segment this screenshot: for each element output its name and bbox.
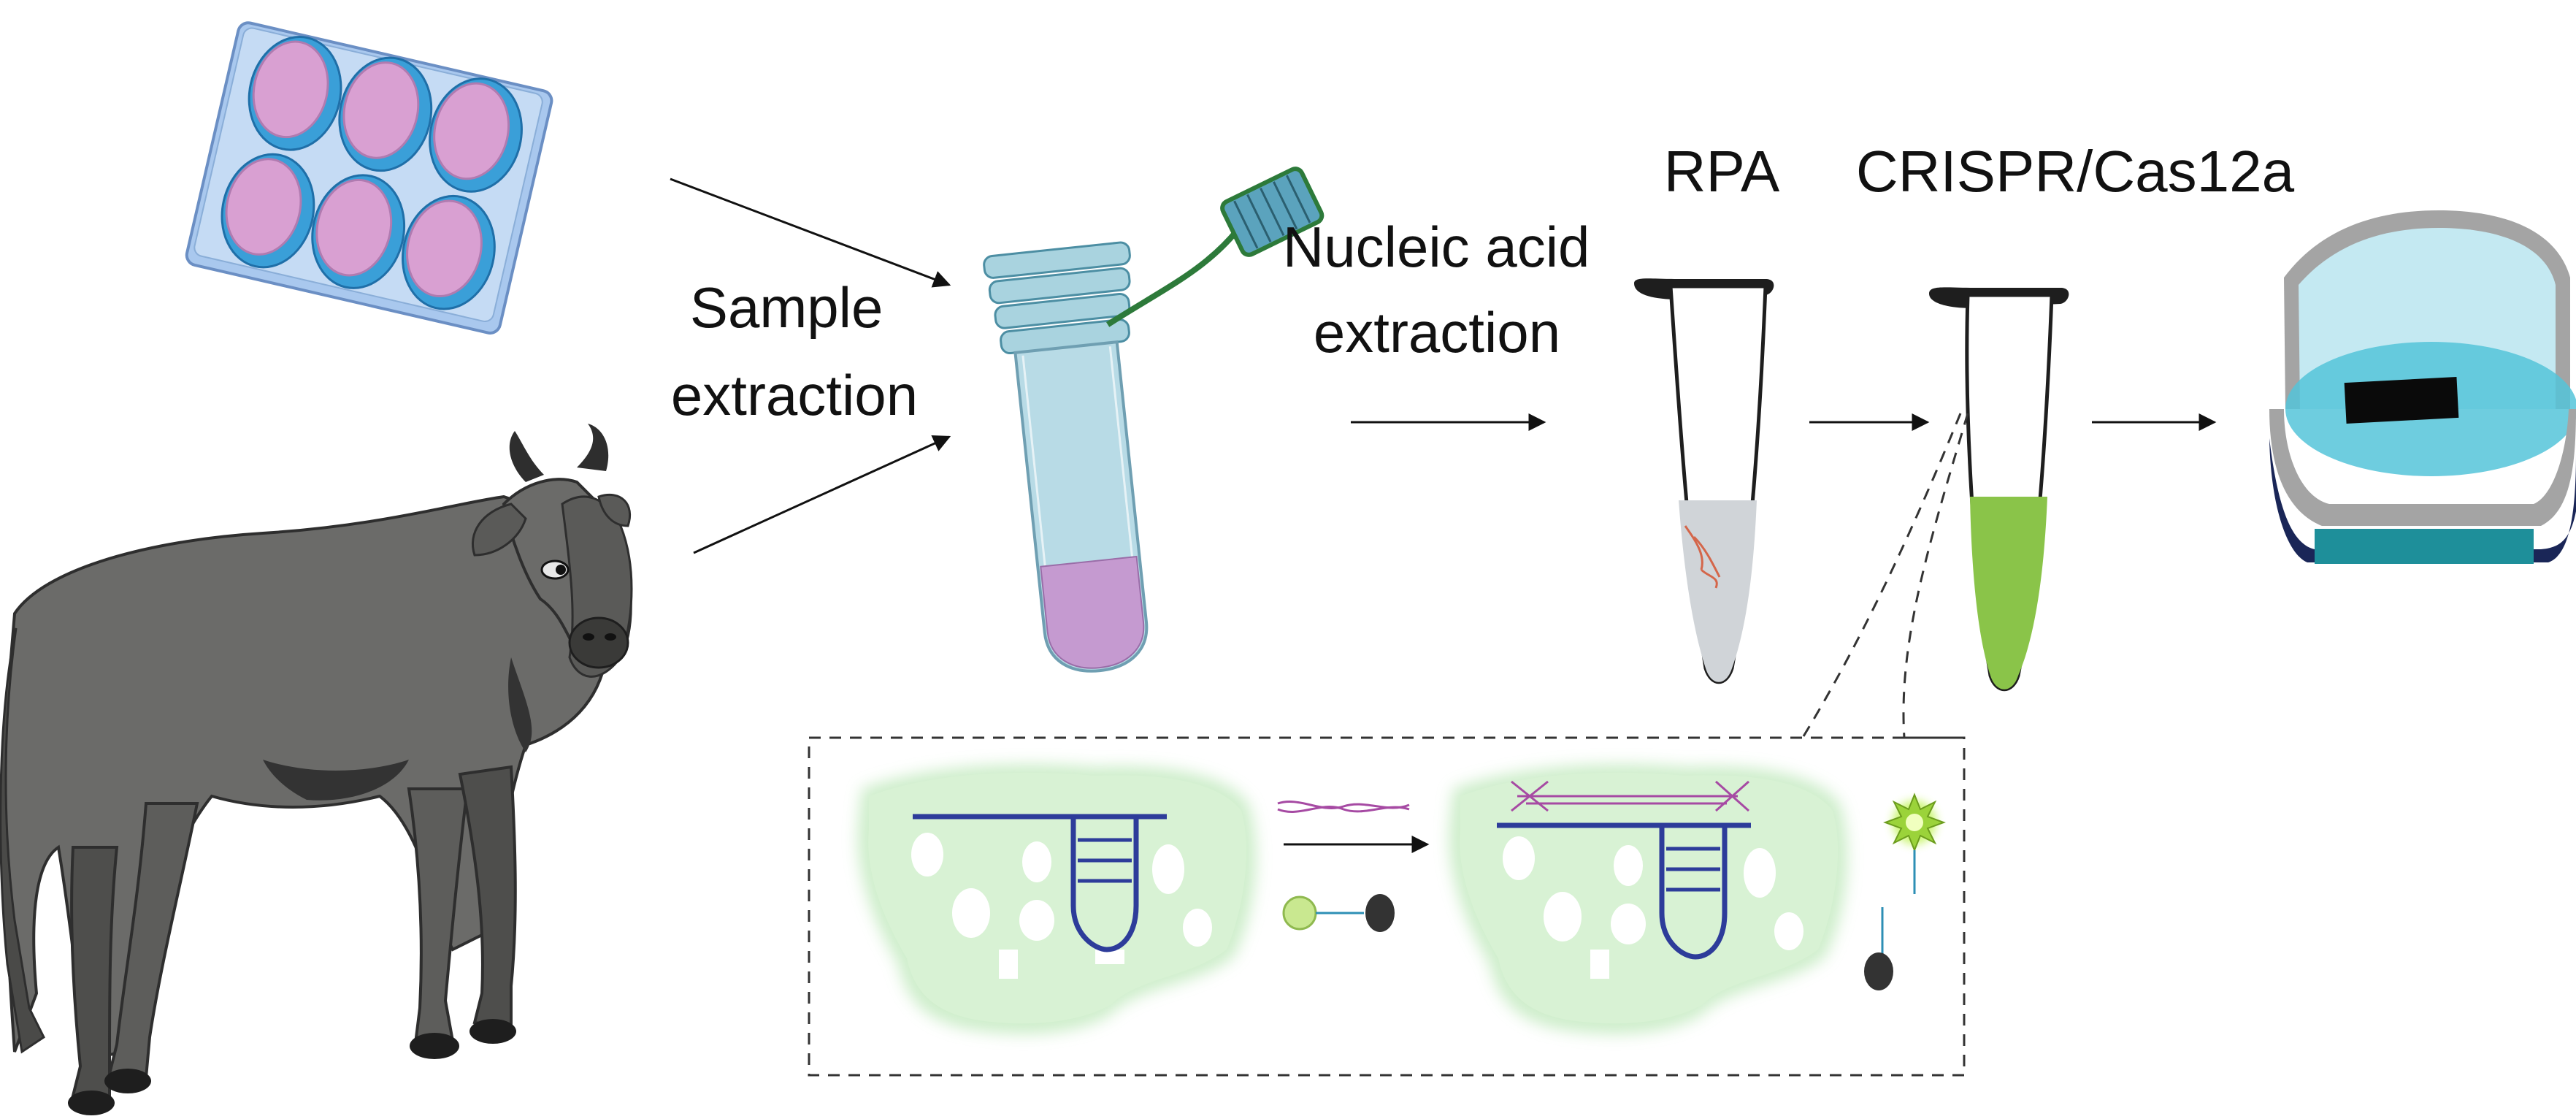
plate-wells bbox=[221, 36, 523, 310]
reader-slot bbox=[2344, 377, 2459, 424]
arrow-cow-to-tube bbox=[693, 435, 951, 554]
nucleic-acid-line1: Nucleic acid bbox=[1283, 215, 1590, 279]
nucleic-acid-line2: extraction bbox=[1314, 300, 1560, 364]
mechanism-inset-box bbox=[808, 736, 1966, 1077]
sample-extraction-line2: extraction bbox=[671, 363, 918, 427]
cas12a-complex-activated-icon bbox=[1449, 764, 1848, 1034]
crispr-label: CRISPR/Cas12a bbox=[1856, 139, 2295, 204]
reporter-probe-icon bbox=[1282, 894, 1395, 932]
sample-arrows bbox=[670, 177, 951, 554]
rpa-label: RPA bbox=[1664, 139, 1780, 204]
sample-extraction-line1: Sample bbox=[690, 275, 883, 340]
bound-target-dna bbox=[1511, 780, 1749, 812]
sample-tube-icon bbox=[983, 167, 1325, 673]
cas12a-complex-icon bbox=[857, 764, 1257, 1034]
arrow-plate-to-tube bbox=[670, 177, 951, 288]
cleaved-quencher bbox=[1864, 907, 1893, 990]
rpa-dna-strands bbox=[1684, 525, 1721, 589]
target-dna-strands bbox=[1277, 801, 1410, 813]
crispr-tube-icon bbox=[1929, 287, 2069, 692]
cow-icon bbox=[0, 424, 633, 1115]
fluorescence-spark-icon bbox=[1883, 793, 1946, 894]
zoom-lines bbox=[1802, 413, 1969, 739]
crrna-right bbox=[1497, 822, 1751, 960]
rpa-tube-icon bbox=[1634, 278, 1774, 684]
fluorescence-reader-icon bbox=[2269, 210, 2576, 564]
reader-base bbox=[2315, 529, 2534, 564]
sample-extraction-label: Sample extraction bbox=[671, 275, 918, 427]
culture-plate-icon bbox=[185, 21, 553, 335]
nucleic-acid-extraction-label: Nucleic acid extraction bbox=[1283, 215, 1606, 364]
crrna-left bbox=[913, 814, 1167, 952]
